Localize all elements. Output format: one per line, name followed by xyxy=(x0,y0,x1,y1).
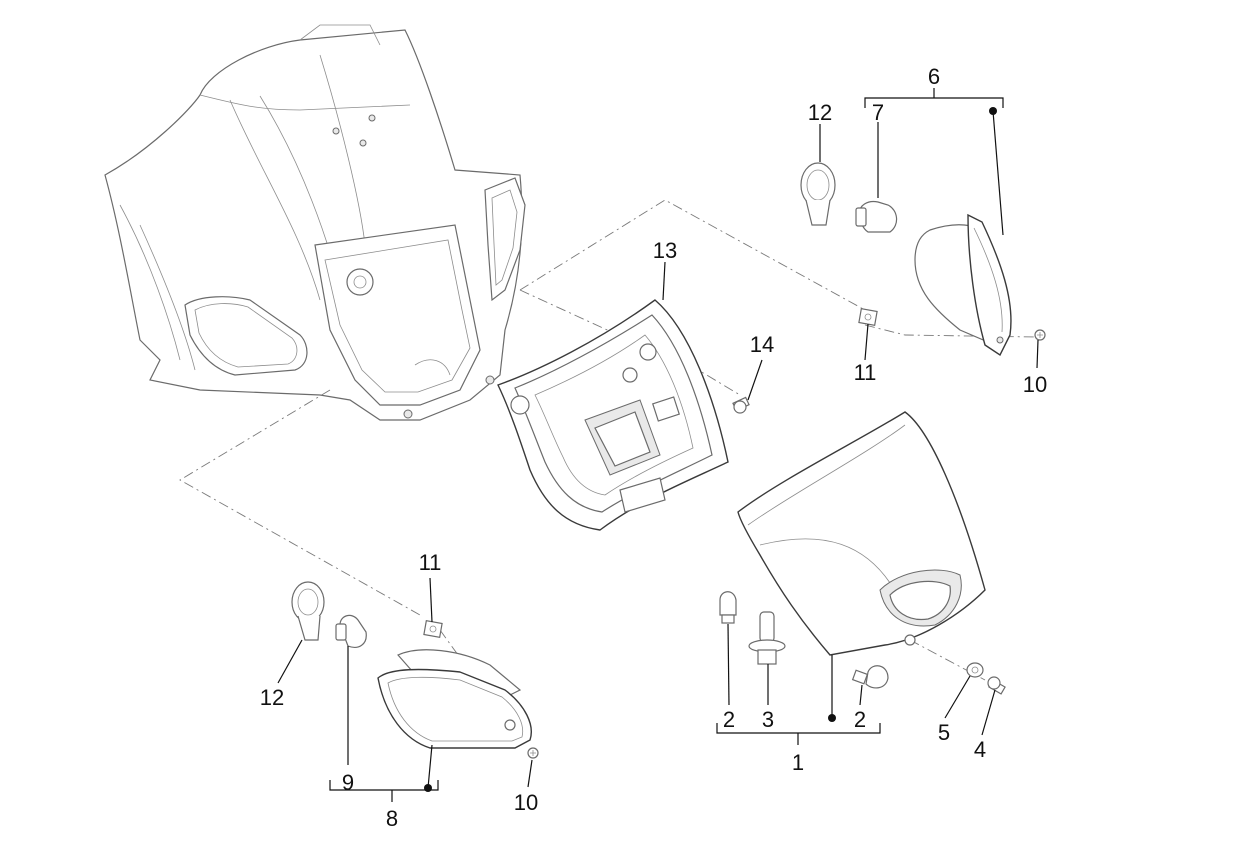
screw-14 xyxy=(732,396,750,414)
tail-light-cover xyxy=(737,411,986,656)
screw-4 xyxy=(987,676,1006,695)
right-indicator-assembly xyxy=(914,213,1012,357)
callout-4: 4 xyxy=(974,737,986,762)
callout-5: 5 xyxy=(938,720,950,745)
callout-11-left: 11 xyxy=(419,550,442,575)
screw-10-left xyxy=(527,747,539,759)
callout-labels: 6 12 7 13 14 11 10 11 12 2 3 2 5 4 1 9 1… xyxy=(260,64,1047,831)
bulb-7 xyxy=(855,200,898,233)
screw-10-right xyxy=(1034,329,1046,341)
clip-nut-11-right xyxy=(858,308,878,326)
callout-2-left: 2 xyxy=(723,707,735,732)
callout-6: 6 xyxy=(928,64,940,89)
halogen-bulb-3 xyxy=(748,611,786,665)
callout-2-right: 2 xyxy=(854,707,866,732)
callout-1: 1 xyxy=(792,750,804,775)
left-indicator-assembly xyxy=(377,649,532,749)
callout-7: 7 xyxy=(872,100,884,125)
bulb-9 xyxy=(335,614,367,648)
callout-12-right: 12 xyxy=(808,100,832,125)
bulb-socket-12-right xyxy=(800,162,836,226)
rear-body-shell xyxy=(104,24,526,421)
callout-14: 14 xyxy=(750,332,774,357)
washer-5 xyxy=(966,662,984,678)
bulb-2-right xyxy=(851,665,889,689)
leader-lines xyxy=(277,88,1039,802)
callout-13: 13 xyxy=(653,238,677,263)
callout-9: 9 xyxy=(342,770,354,795)
clip-nut-11-left xyxy=(423,620,443,638)
callout-10-left: 10 xyxy=(514,790,538,815)
tail-light-housing xyxy=(497,299,729,531)
callout-8: 8 xyxy=(386,806,398,831)
callout-11-right: 11 xyxy=(854,360,877,385)
callout-10-right: 10 xyxy=(1023,372,1047,397)
bulb-socket-12-left xyxy=(291,581,325,641)
callout-3: 3 xyxy=(762,707,774,732)
bulb-2-left xyxy=(719,591,737,624)
callout-12-left: 12 xyxy=(260,685,284,710)
